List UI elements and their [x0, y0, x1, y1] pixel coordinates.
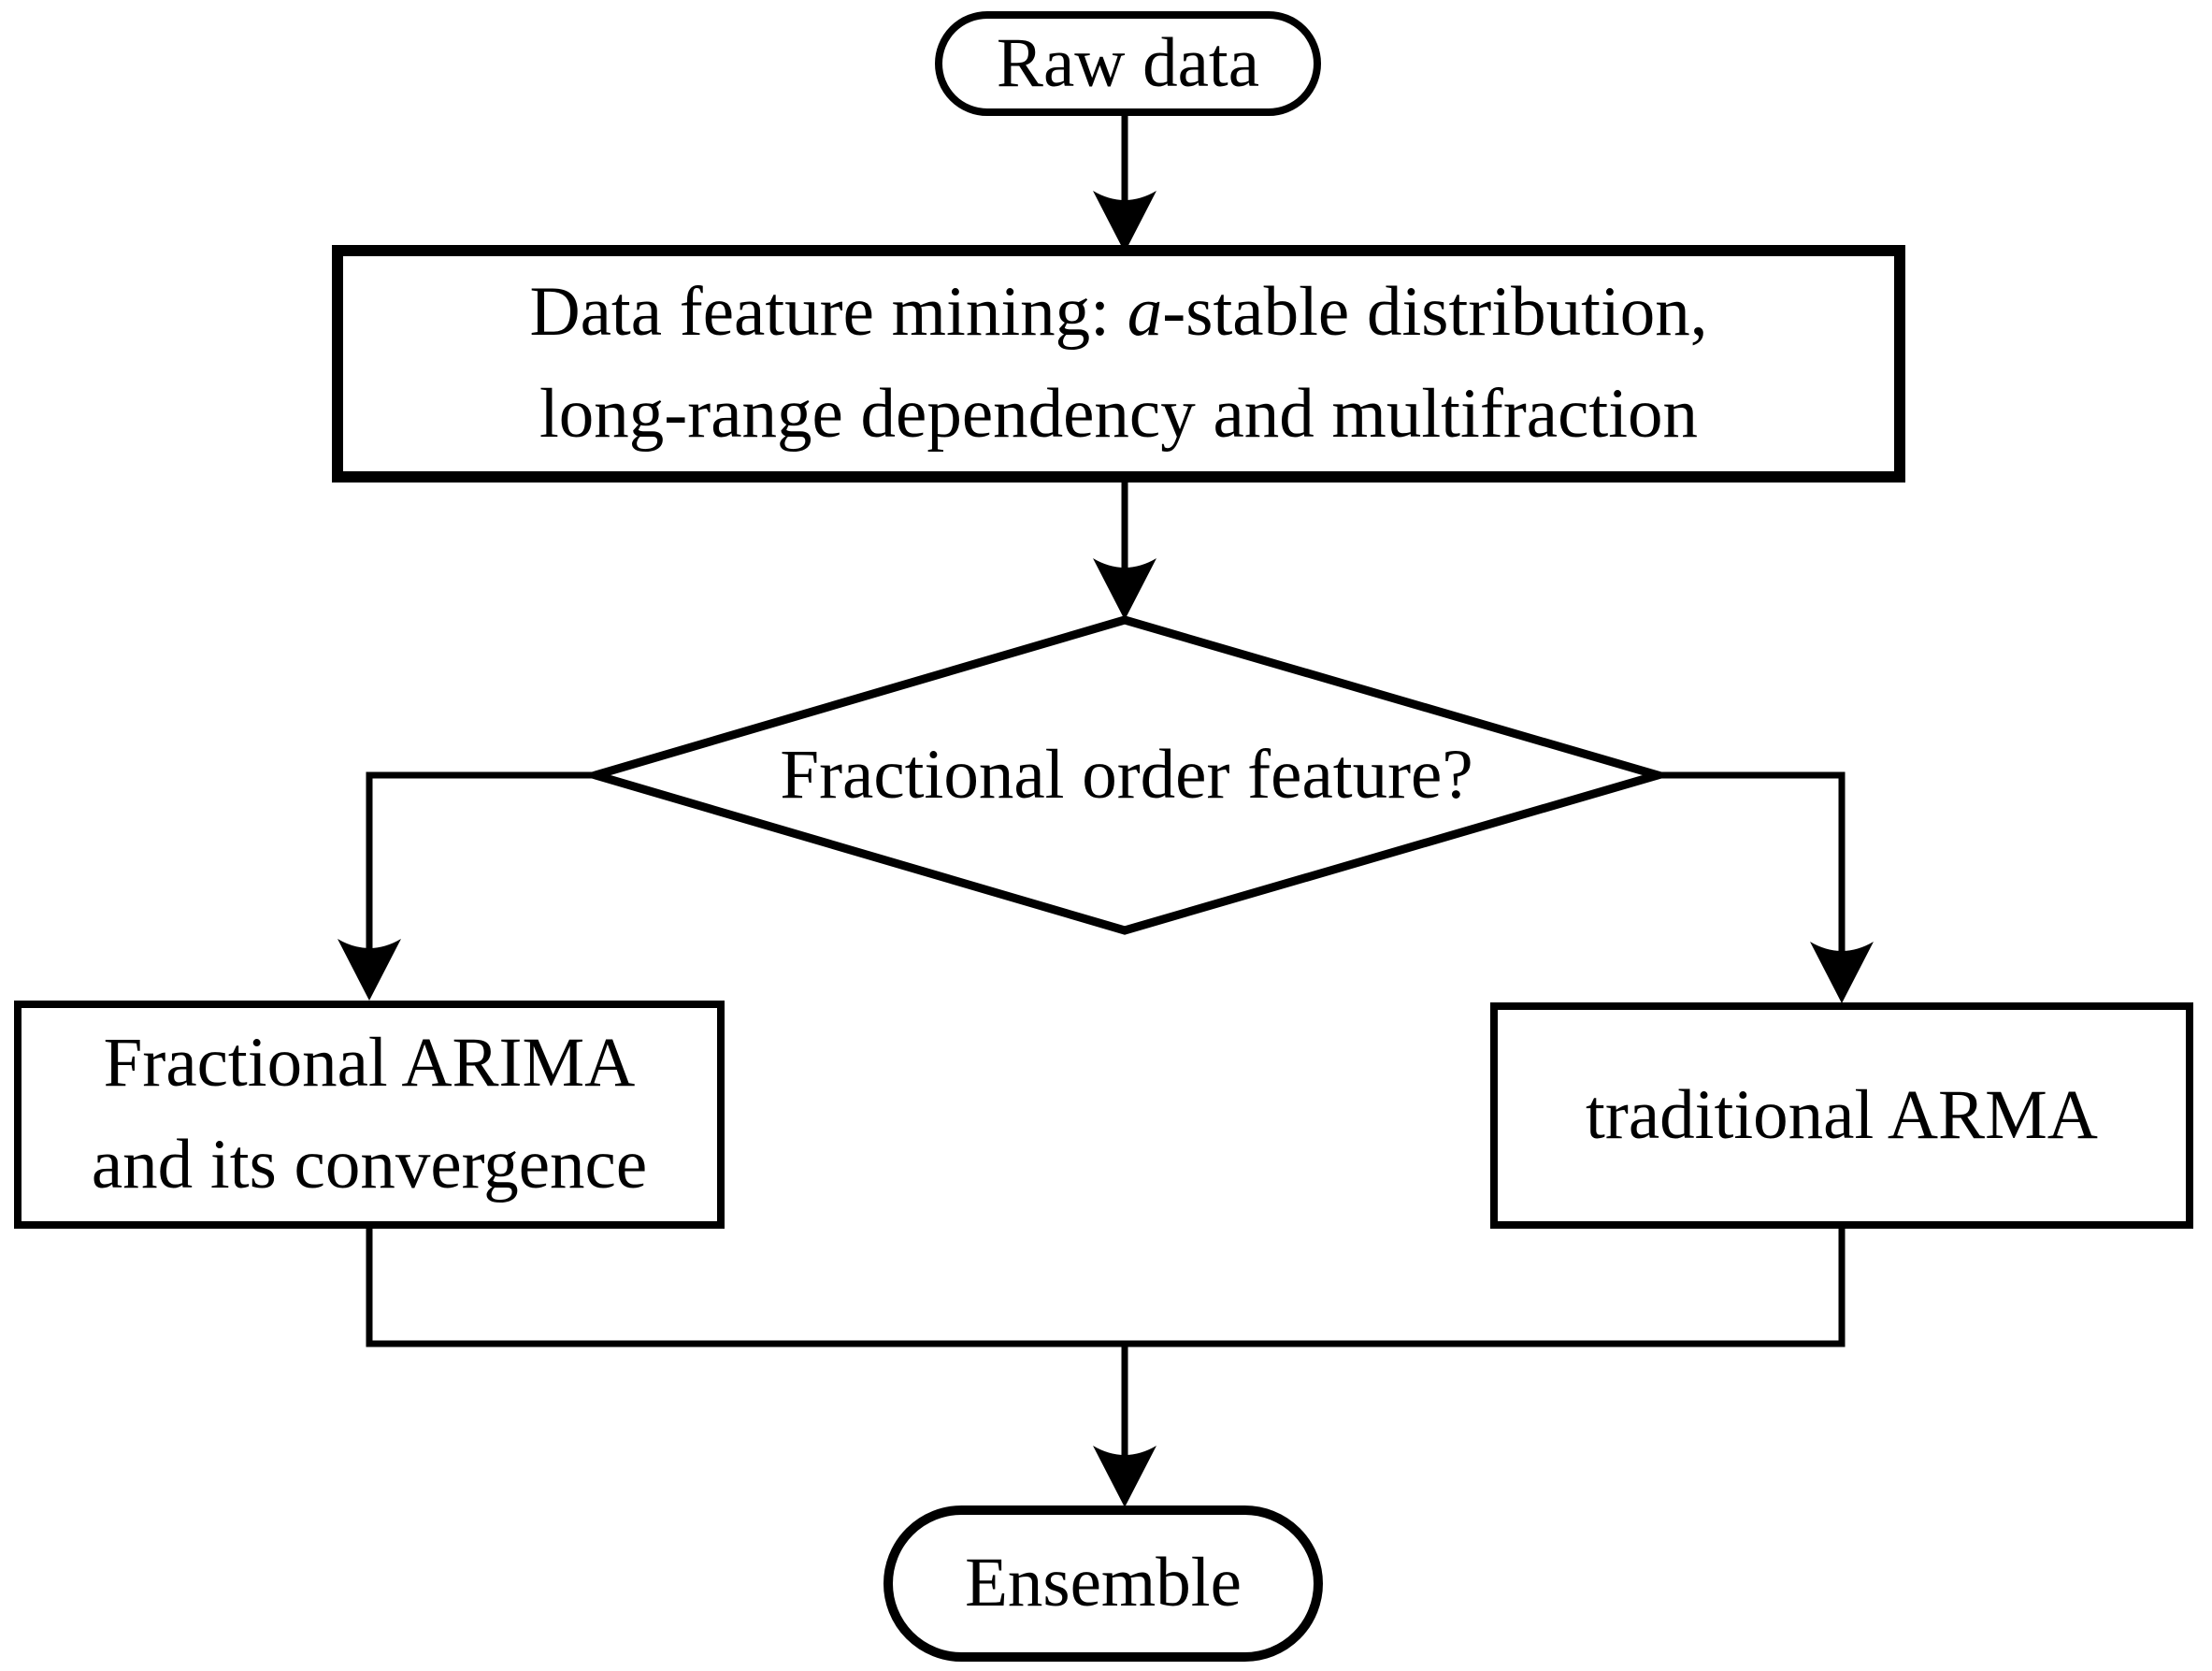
connector-decision-to-farima	[366, 771, 596, 954]
arrowhead-merge-to-ensemble	[1093, 1446, 1156, 1507]
fractional-arima-line2: and its convergence	[91, 1126, 648, 1203]
traditional-arma-label: traditional ARMA	[1586, 1075, 2098, 1154]
node-decision: Fractional order feature?	[596, 620, 1658, 930]
node-feature-mining: Data feature mining: a-stable distributi…	[332, 245, 1905, 483]
ensemble-label: Ensemble	[965, 1544, 1242, 1622]
node-fractional-arima: Fractional ARIMA and its convergence	[14, 1001, 725, 1229]
raw-data-label: Raw data	[996, 23, 1260, 102]
feature-mining-line1-prefix: Data feature mining:	[529, 273, 1128, 352]
node-ensemble: Ensemble	[883, 1505, 1323, 1662]
arrowhead-decision-to-arma	[1810, 942, 1874, 1003]
feature-mining-alpha-symbol: a	[1127, 273, 1163, 352]
feature-mining-line2: long-range dependency and multifraction	[539, 375, 1699, 453]
arrowhead-mining-to-decision	[1093, 558, 1156, 620]
feature-mining-line1-suffix: -stable distribution,	[1162, 273, 1708, 352]
feature-mining-line1: Data feature mining: a-stable distributi…	[529, 262, 1707, 364]
fractional-arima-line1: Fractional ARIMA	[103, 1024, 636, 1102]
node-traditional-arma: traditional ARMA	[1490, 1002, 2193, 1229]
decision-label: Fractional order feature?	[780, 736, 1473, 814]
arrowhead-raw-to-mining	[1093, 191, 1156, 252]
connector-decision-to-arma	[1658, 771, 1846, 957]
arrowhead-decision-to-farima	[338, 939, 401, 1001]
connector-merge-line	[366, 1225, 1846, 1347]
node-raw-data: Raw data	[935, 11, 1321, 116]
decision-diamond-shape	[581, 615, 1673, 935]
